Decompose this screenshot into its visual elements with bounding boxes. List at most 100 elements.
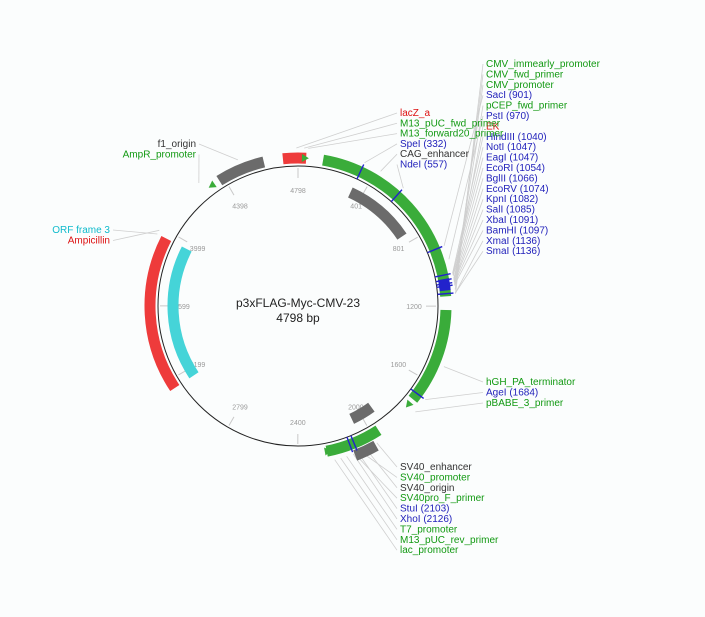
site-mark: [356, 164, 365, 180]
site-mark: [390, 189, 403, 203]
label-lacz-a: lacZ_a: [400, 108, 430, 119]
label-noti-1047-: NotI (1047): [486, 142, 536, 153]
label-cmv-immearly-promoter: CMV_immearly_promoter: [486, 59, 601, 70]
tick-label: 1200: [406, 304, 422, 311]
label-ndei-557-: NdeI (557): [400, 160, 447, 171]
label-m13-puc-rev-primer: M13_pUC_rev_primer: [400, 535, 499, 546]
leader-line: [352, 453, 398, 520]
label-lac-promoter: lac_promoter: [400, 545, 459, 556]
label-m13-puc-fwd-primer: M13_pUC_fwd_primer: [400, 118, 501, 129]
label-spei-332-: SpeI (332): [400, 139, 447, 150]
feature-ampicillin: [144, 236, 180, 392]
site-mark: [436, 284, 453, 288]
label-psti-970-: PstI (970): [486, 111, 529, 122]
site-mark: [436, 282, 453, 286]
primer-arrow: [405, 399, 414, 408]
tick-label: 3999: [190, 246, 206, 253]
leader-line: [365, 448, 398, 489]
label-xhoi-2126-: XhoI (2126): [400, 514, 452, 525]
tick-mark: [408, 369, 418, 376]
site-mark: [427, 245, 443, 254]
feature-f1-origin: [216, 156, 266, 186]
leader-line: [425, 392, 484, 401]
leader-line: [453, 209, 484, 283]
tick-label: 1600: [391, 362, 407, 369]
site-mark: [437, 292, 454, 296]
label-pcep-fwd-primer: pCEP_fwd_primer: [486, 101, 568, 112]
label-bglii-1066-: BglII (1066): [486, 173, 538, 184]
feature-labels: CMV_immearly_promoterCMV_fwd_primerCMV_p…: [52, 59, 600, 556]
primer-arrow: [338, 444, 347, 452]
label-sv40-origin: SV40_origin: [400, 483, 454, 494]
label-m13-forward20-primer: M13_forward20_primer: [400, 129, 504, 140]
leader-line: [340, 457, 398, 541]
tick-label: 4798: [290, 188, 306, 195]
tick-label: 2000: [348, 405, 364, 412]
tick-marks: 4018011200160020002400279931993599399943…: [159, 168, 437, 445]
label-agei-1684-: AgeI (1684): [486, 388, 538, 399]
leader-line: [453, 199, 484, 282]
label-sv40-promoter: SV40_promoter: [400, 472, 471, 483]
label-smai-1136-: SmaI (1136): [486, 246, 540, 257]
site-mark: [434, 272, 451, 278]
label-bamhi-1097-: BamHI (1097): [486, 225, 548, 236]
label-pbabe-3-primer: pBABE_3_primer: [486, 398, 564, 409]
site-mark: [350, 435, 358, 451]
feature-orf-frame-3: [167, 246, 199, 379]
leader-line: [448, 115, 484, 260]
leader-line: [334, 459, 398, 551]
leader-line: [452, 157, 484, 275]
tick-label: 2799: [232, 404, 248, 411]
leader-line: [308, 133, 398, 149]
label-stui-2103-: StuI (2103): [400, 504, 449, 515]
leader-line: [443, 95, 484, 246]
leader-line: [364, 143, 398, 164]
leader-line: [453, 178, 484, 279]
tick-mark: [178, 236, 188, 243]
leader-line: [454, 230, 484, 286]
label-kpni-1082-: KpnI (1082): [486, 194, 538, 205]
feature-hgh-pa-terminator: [408, 309, 452, 403]
site-mark: [435, 278, 452, 283]
leader-line: [452, 167, 484, 277]
leader-line: [357, 452, 398, 509]
primer-arrow: [208, 180, 217, 188]
label-cag-enhancer: CAG_enhancer: [400, 149, 470, 160]
label-ampr-promoter: AmpR_promoter: [123, 150, 197, 161]
label-sv40-enhancer: SV40_enhancer: [400, 462, 472, 473]
restriction-sites: [346, 164, 454, 453]
label-ampicillin: Ampicillin: [68, 236, 110, 247]
leader-line: [396, 164, 404, 189]
label-leader-lines: [112, 63, 484, 551]
leader-line: [296, 112, 398, 149]
feature-sv40-origin: [353, 440, 379, 461]
feature-cag-enhancer: [347, 187, 407, 240]
label-sali-1085-: SalI (1085): [486, 205, 535, 216]
label-t7-promoter: T7_promoter: [400, 524, 458, 535]
leader-line: [455, 250, 484, 294]
tick-label: 4398: [232, 204, 248, 211]
tick-mark: [228, 416, 235, 426]
label-ecorv-1074-: EcoRV (1074): [486, 184, 549, 195]
tick-label: 2400: [290, 420, 306, 427]
tick-mark: [228, 186, 235, 196]
feature-flag: [438, 278, 451, 292]
leader-line: [452, 147, 484, 275]
site-mark: [346, 436, 354, 453]
leader-line: [346, 456, 398, 530]
label-eagi-1047-: EagI (1047): [486, 153, 538, 164]
feature-sv40-enhancer: [349, 402, 375, 424]
label-f1-origin: f1_origin: [158, 139, 196, 150]
label-ecori-1054-: EcoRI (1054): [486, 163, 545, 174]
leader-line: [415, 402, 484, 413]
label-xbai-1091-: XbaI (1091): [486, 215, 538, 226]
tick-label: 401: [350, 204, 362, 211]
leader-line: [112, 229, 160, 241]
leader-line: [453, 188, 484, 281]
primer-arrow: [427, 238, 435, 247]
leader-line: [354, 453, 398, 499]
primer-arrow: [324, 447, 332, 456]
leader-line: [304, 122, 398, 149]
label-saci-901-: SacI (901): [486, 90, 532, 101]
